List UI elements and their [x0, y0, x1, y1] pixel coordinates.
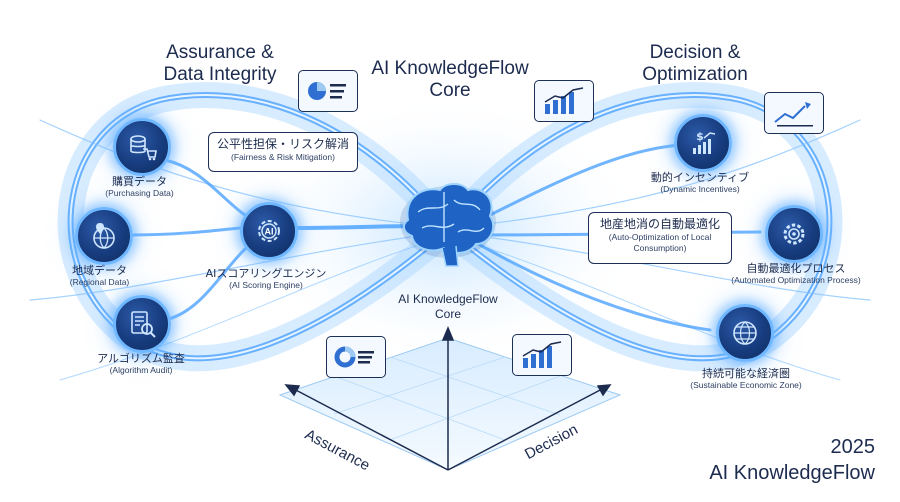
dollar-chart-icon: $: [693, 130, 716, 154]
purchasing-data-jp: 購買データ: [112, 175, 167, 188]
ai-scoring-engine-en: (AI Scoring Engine): [229, 280, 303, 290]
auto-optimization-jp: 地産地消の自動最適化: [599, 217, 720, 231]
donut-chart-icon: [334, 346, 374, 368]
sustainable-economic-zone-jp: 持続可能な経済圏: [702, 367, 790, 380]
dynamic-incentives-node: $: [674, 114, 732, 172]
algorithm-audit-en: (Algorithm Audit): [109, 365, 173, 375]
sustainable-economic-zone-node: [716, 304, 774, 362]
gear-target-icon: [783, 223, 805, 245]
core-label: AI KnowledgeFlow Core: [398, 292, 498, 321]
footer-block: 2025 AI KnowledgeFlow: [680, 434, 875, 486]
footer-name: AI KnowledgeFlow: [709, 462, 875, 484]
footer-year: 2025: [830, 436, 876, 458]
globe-icon: [733, 321, 757, 345]
ai-scoring-engine-node: AI: [240, 202, 298, 260]
regional-data-node: [75, 207, 133, 265]
globe-pin-icon: [93, 223, 115, 249]
fairness-en: (Fairness & Risk Mitigation): [231, 152, 335, 162]
heading-decision: Decision & Optimization: [642, 42, 748, 85]
svg-text:AI: AI: [265, 227, 274, 237]
document-search-icon: [131, 311, 156, 338]
bar-chart-icon: [522, 341, 562, 368]
heading-core: AI KnowledgeFlow Core: [371, 58, 529, 101]
purchasing-data-label: 購買データ (Purchasing Data): [82, 175, 197, 199]
dynamic-incentives-jp: 動的インセンティブ: [650, 171, 750, 184]
bar-chart-bubble-top: [534, 80, 594, 122]
sustainable-economic-zone-label: 持続可能な経済圏 (Sustainable Economic Zone): [666, 367, 826, 391]
algorithm-audit-node: [113, 295, 171, 353]
purchasing-data-en: (Purchasing Data): [105, 188, 174, 198]
ai-scoring-engine-jp: AIスコアリングエンジン: [205, 267, 327, 280]
fairness-callout: 公平性担保・リスク解消 (Fairness & Risk Mitigation): [208, 132, 358, 172]
automated-optimization-en: (Automated Optimization Process): [731, 275, 861, 285]
automated-optimization-label: 自動最適化プロセス (Automated Optimization Proces…: [716, 262, 876, 286]
pie-chart-bubble: [298, 70, 358, 112]
fairness-jp: 公平性担保・リスク解消: [216, 137, 349, 151]
heading-assurance: Assurance & Data Integrity: [163, 42, 277, 85]
sustainable-economic-zone-en: (Sustainable Economic Zone): [690, 380, 802, 390]
donut-chart-bubble: [326, 336, 386, 378]
ai-gear-icon: AI: [258, 220, 280, 242]
auto-optimization-callout: 地産地消の自動最適化 (Auto-Optimization of Local C…: [588, 212, 732, 264]
bar-chart-bubble-bottom: [512, 334, 572, 376]
purchasing-data-node: [113, 118, 171, 176]
algorithm-audit-jp: アルゴリズム監査: [97, 352, 185, 365]
dynamic-incentives-en: (Dynamic Incentives): [660, 184, 740, 194]
database-cart-icon: [130, 135, 157, 161]
ai-scoring-engine-label: AIスコアリングエンジン (AI Scoring Engine): [196, 267, 336, 291]
regional-data-en: (Regional Data): [69, 277, 130, 287]
dynamic-incentives-label: 動的インセンティブ (Dynamic Incentives): [640, 171, 760, 195]
pie-chart-icon: [308, 82, 346, 100]
regional-data-jp: 地域データ: [72, 264, 127, 277]
svg-text:$: $: [696, 130, 704, 143]
auto-optimization-en: (Auto-Optimization of Local Consumption): [608, 232, 712, 253]
brain-icon: [400, 183, 496, 267]
automated-optimization-node: [765, 205, 823, 263]
algorithm-audit-label: アルゴリズム監査 (Algorithm Audit): [66, 352, 216, 376]
bar-chart-icon: [544, 87, 584, 114]
regional-data-label: 地域データ (Regional Data): [42, 264, 157, 288]
automated-optimization-jp: 自動最適化プロセス: [746, 262, 846, 275]
trend-chart-bubble: [764, 92, 824, 134]
trend-chart-icon: [774, 102, 813, 127]
